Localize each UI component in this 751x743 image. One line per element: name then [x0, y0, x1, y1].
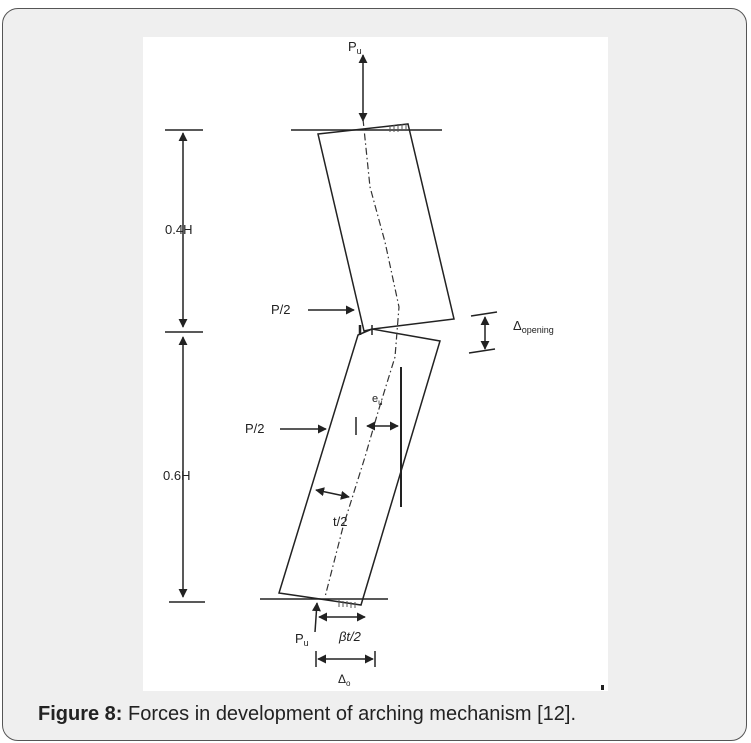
p-half-upper-label: P/2: [271, 302, 291, 317]
height-upper-label: 0.4H: [165, 222, 192, 237]
delta-o-label: Δo: [338, 672, 351, 688]
p-half-lower-label: P/2: [245, 421, 265, 436]
arching-diagram: Pu 0.4H 0.6H P/2 P/2 Δopening eu t/2 Pu …: [143, 37, 608, 691]
delta-opening-label: Δopening: [513, 318, 554, 335]
diagram-svg: Pu 0.4H 0.6H P/2 P/2 Δopening eu t/2 Pu …: [163, 39, 604, 690]
pu-top-label: Pu: [348, 39, 362, 56]
t-half-label: t/2: [333, 514, 347, 529]
bottom-reaction-arrow: [311, 602, 321, 633]
top-contact-hatch: [389, 124, 407, 132]
eccentricity-dimension: [355, 367, 402, 507]
figure-caption-label: Figure 8:: [38, 703, 123, 725]
lower-wall-segment: [278, 328, 441, 606]
upper-wall-segment: [317, 123, 455, 332]
t-half-dimension: [315, 487, 350, 500]
beta-t-label: βt/2: [338, 629, 362, 644]
delta-o-dimension: [315, 651, 376, 667]
height-dimension: [165, 129, 205, 603]
centerline: [324, 118, 400, 598]
figure-caption-text: Forces in development of arching mechani…: [122, 703, 577, 725]
corner-mark: [601, 685, 604, 690]
figure-caption: Figure 8: Forces in development of archi…: [38, 703, 576, 726]
eu-label: eu: [372, 393, 383, 407]
pu-bottom-label: Pu: [295, 631, 309, 648]
bottom-contact-hatch: [338, 600, 356, 608]
height-lower-label: 0.6H: [163, 468, 190, 483]
opening-dimension: [468, 311, 498, 354]
